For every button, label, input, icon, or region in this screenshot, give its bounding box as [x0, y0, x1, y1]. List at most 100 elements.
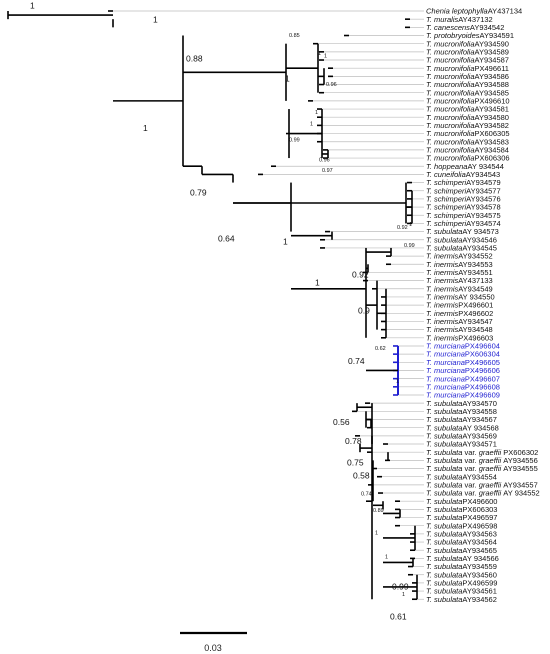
- tip-accession: AY934578: [466, 203, 500, 212]
- tip-label: T. mucronifoliaAY934590: [426, 39, 509, 48]
- tip-species: T. mucronifolia: [426, 121, 475, 130]
- tip-species: T. subulata: [426, 489, 462, 498]
- support-value: 0.85: [289, 33, 300, 39]
- tip-accession: PX496606: [465, 366, 500, 375]
- tip-species: T. mucronifolia: [426, 105, 475, 114]
- tip-accession: PX496608: [465, 382, 500, 391]
- tip-label: T. subulataPX496600: [426, 497, 497, 506]
- tip-species: T. mucronifolia: [426, 39, 475, 48]
- tip-label: T. mucronifoliaAY934588: [426, 80, 509, 89]
- tip-accession: AY934582: [475, 121, 509, 130]
- support-value: 0.75: [347, 457, 364, 467]
- tip-accession: PX496602: [458, 309, 493, 318]
- tip-accession: AY934545: [462, 244, 496, 253]
- tip-species: T. subulata: [426, 415, 462, 424]
- tip-label: T. subulata var. graeffii PX606302: [426, 448, 538, 457]
- tip-species: T. schimperi: [426, 203, 466, 212]
- tip-accession: AY934552: [458, 252, 492, 261]
- tip-variety-epithet: graeffii: [479, 480, 504, 489]
- tip-label: T. subulataPX606303: [426, 505, 497, 514]
- tip-label: T. subulataAY934558: [426, 407, 497, 416]
- tip-species: T. canescens: [426, 23, 470, 32]
- tip-species: T. inermis: [426, 284, 458, 293]
- support-value: 0.96: [319, 157, 330, 163]
- support-value: 0.92: [397, 225, 408, 231]
- tip-species: T. subulata: [426, 227, 462, 236]
- tip-species: T. subulata: [426, 440, 462, 449]
- tip-accession: PX606304: [465, 350, 500, 359]
- tip-accession: AY934543: [466, 170, 500, 179]
- support-value: 1: [385, 554, 388, 560]
- support-value: 0.61: [390, 612, 407, 622]
- tip-accession: PX606303: [462, 505, 497, 514]
- support-value: 0.88: [186, 54, 203, 64]
- support-value: 1: [310, 121, 313, 127]
- tip-accession: AY934554: [462, 472, 496, 481]
- tip-variety-epithet: graeffii: [479, 464, 504, 473]
- tip-accession: PX606302: [503, 448, 538, 457]
- tip-species: T. inermis: [426, 260, 458, 269]
- tip-label: T. inermisAY934551: [426, 268, 493, 277]
- tip-label: T. subulataAY934571: [426, 440, 497, 449]
- tip-label: T. inermisAY934548: [426, 325, 493, 334]
- tip-accession: PX496610: [475, 96, 510, 105]
- tip-accession: AY934564: [462, 538, 496, 547]
- tip-label: T. mucronifoliaAY934582: [426, 121, 509, 130]
- tip-label: T. murcianaPX496606: [426, 366, 500, 375]
- tip-species: T. schimperi: [426, 178, 466, 187]
- tip-species: T. mucronifolia: [426, 88, 475, 97]
- tip-species: T. subulata: [426, 570, 462, 579]
- tip-label: T. inermisAY934549: [426, 284, 493, 293]
- tip-species: T. mucronifolia: [426, 64, 475, 73]
- tip-label: T. muralisAY437132: [426, 15, 493, 24]
- tip-label: T. inermisAY934553: [426, 260, 493, 269]
- tip-label: T. mucronifoliaAY934581: [426, 105, 509, 114]
- tip-variety-epithet: graeffii: [479, 456, 504, 465]
- tip-species: T. inermis: [426, 325, 458, 334]
- support-value: 0.97: [322, 168, 333, 174]
- tip-label: T. subulataAY934564: [426, 538, 497, 547]
- support-value: 0.56: [333, 417, 350, 427]
- tip-label: T. inermisAY934552: [426, 252, 493, 261]
- tip-species: T. inermis: [426, 276, 458, 285]
- tip-accession: PX496611: [475, 64, 509, 73]
- tip-accession: PX496601: [458, 301, 493, 310]
- tip-variety: var.: [462, 489, 478, 498]
- support-value: 0.62: [375, 346, 386, 352]
- tip-accession: AY934585: [475, 88, 509, 97]
- tip-label: T. murcianaPX496607: [426, 374, 500, 383]
- tip-accession: AY934567: [462, 415, 496, 424]
- tip-label: T. subulata var. graeffii AY934555: [426, 464, 538, 473]
- support-value: 1: [402, 592, 405, 598]
- tip-accession: AY 934544: [467, 162, 503, 171]
- tip-accession: AY934559: [462, 562, 496, 571]
- tip-species: T. subulata: [426, 587, 462, 596]
- tip-label: T. mucronifoliaAY934584: [426, 145, 509, 154]
- tip-accession: AY 934550: [458, 293, 494, 302]
- tip-accession: AY934569: [462, 431, 496, 440]
- tip-accession: AY934574: [466, 219, 500, 228]
- support-value: 1: [153, 14, 158, 24]
- support-value: 1: [318, 51, 321, 57]
- tip-label: T. subulataPX496598: [426, 521, 497, 530]
- tip-species: T. inermis: [426, 268, 458, 277]
- tip-species: T. murciana: [426, 342, 465, 351]
- tip-accession: AY934587: [475, 56, 509, 65]
- tip-species: Chenia leptophylla: [426, 7, 488, 16]
- tip-species: T. mucronifolia: [426, 80, 475, 89]
- support-value: 1: [315, 278, 320, 288]
- support-value: 1: [409, 222, 412, 228]
- tip-species: T. subulata: [426, 579, 462, 588]
- tip-label: T. mucronifoliaPX496611: [426, 64, 509, 73]
- tip-species: T. mucronifolia: [426, 137, 475, 146]
- tip-accession: AY934555: [503, 464, 537, 473]
- tip-label: T. inermisAY437133: [426, 276, 493, 285]
- tip-species: T. subulata: [426, 244, 462, 253]
- tip-accession: AY934591: [480, 31, 514, 40]
- tip-label: T. subulata var. graeffii AY934556: [426, 456, 538, 465]
- tip-accession: AY934562: [462, 595, 496, 604]
- tip-accession: AY934565: [462, 546, 496, 555]
